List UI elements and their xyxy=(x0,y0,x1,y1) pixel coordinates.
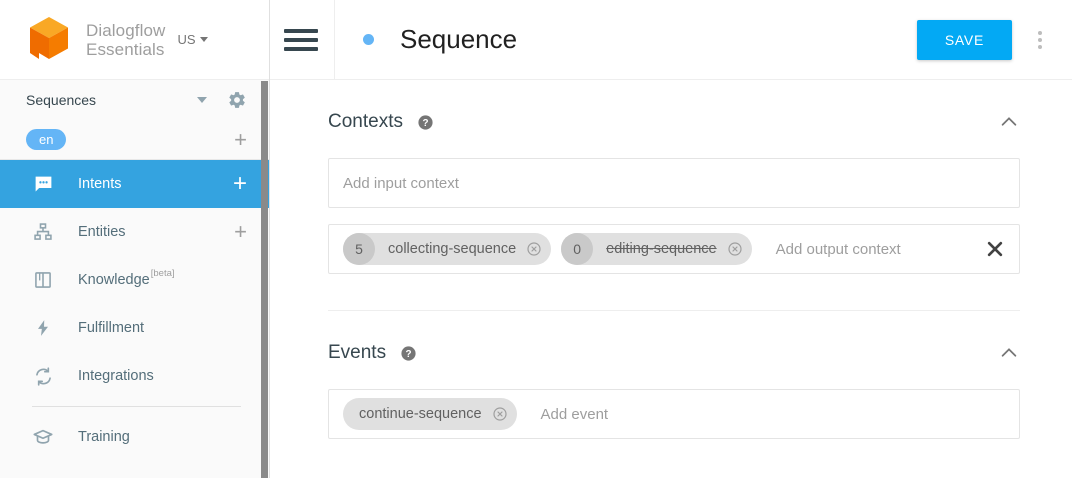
brand-name-line1: Dialogflow xyxy=(86,20,166,40)
add-intent-plus-icon[interactable]: + xyxy=(232,170,247,197)
sidebar-item-entities[interactable]: Entities + xyxy=(0,208,269,256)
topbar-divider xyxy=(334,0,335,80)
beta-badge: [beta] xyxy=(150,268,175,279)
output-context-placeholder: Add output context xyxy=(775,240,901,258)
sidebar-item-label: Intents xyxy=(78,176,122,192)
context-lifespan-badge: 5 xyxy=(343,233,375,265)
caret-down-icon xyxy=(199,37,208,42)
output-context-field[interactable]: 5 collecting-sequence 0 editing-sequence xyxy=(328,224,1020,274)
event-chip-label: continue-sequence xyxy=(359,406,482,422)
add-language-plus-icon[interactable]: + xyxy=(234,126,247,152)
close-x-icon[interactable] xyxy=(985,239,1005,259)
brand-name: Dialogflow Essentials xyxy=(72,21,165,59)
gear-icon[interactable] xyxy=(227,90,247,110)
events-header: Events ? xyxy=(328,333,1020,373)
knowledge-label: Knowledge xyxy=(78,272,150,288)
page-title: Sequence xyxy=(400,24,518,54)
sidebar-item-intents[interactable]: Intents + xyxy=(0,160,269,208)
region-selector[interactable]: US xyxy=(177,32,208,47)
event-chip[interactable]: continue-sequence xyxy=(343,398,517,430)
remove-circle-icon[interactable] xyxy=(727,241,743,257)
kebab-dot xyxy=(1038,44,1042,49)
contexts-section: Contexts ? Add input xyxy=(328,80,1020,274)
events-title: Events xyxy=(328,342,387,363)
output-context-chip[interactable]: 0 editing-sequence xyxy=(561,233,752,265)
sidebar-scrollbar[interactable] xyxy=(261,81,268,478)
kebab-menu-icon[interactable] xyxy=(1016,30,1064,49)
graduation-cap-icon xyxy=(32,426,54,448)
sidebar-item-label: Knowledge[beta] xyxy=(78,268,247,288)
agent-selector-row: Sequences xyxy=(0,80,269,120)
help-circle-icon[interactable]: ? xyxy=(417,114,434,131)
sidebar-nav: Intents + Entities + xyxy=(0,160,269,461)
main-panel: Sequence SAVE Contexts ? xyxy=(270,0,1072,478)
chevron-up-icon[interactable] xyxy=(998,342,1020,364)
event-placeholder: Add event xyxy=(540,405,609,423)
region-label: US xyxy=(177,32,196,47)
hamburger-bar xyxy=(284,37,318,42)
svg-text:?: ? xyxy=(422,118,428,129)
context-chip-label: editing-sequence xyxy=(606,241,717,257)
brand-name-line2: Essentials xyxy=(86,39,165,59)
sidebar-item-integrations[interactable]: Integrations xyxy=(0,352,269,400)
topbar: Sequence SAVE xyxy=(270,0,1072,80)
dialogflow-cube-logo-icon xyxy=(26,15,72,65)
book-icon xyxy=(32,269,54,291)
add-entity-plus-icon[interactable]: + xyxy=(234,219,247,244)
agent-name[interactable]: Sequences xyxy=(26,92,97,108)
content-area: Contexts ? Add input xyxy=(270,80,1072,439)
sidebar-item-knowledge[interactable]: Knowledge[beta] xyxy=(0,256,269,304)
remove-circle-icon[interactable] xyxy=(526,241,542,257)
brand-header: Dialogflow Essentials US xyxy=(0,0,269,80)
save-button[interactable]: SAVE xyxy=(916,19,1012,60)
sidebar-item-label: Fulfillment xyxy=(78,320,145,336)
sidebar-divider xyxy=(32,406,241,407)
sidebar-item-fulfillment[interactable]: Fulfillment xyxy=(0,304,269,352)
output-context-chip[interactable]: 5 collecting-sequence xyxy=(343,233,552,265)
sidebar-item-label: Training xyxy=(78,429,130,445)
section-divider xyxy=(328,310,1020,311)
language-chip-en[interactable]: en xyxy=(26,129,67,150)
hamburger-menu-icon[interactable] xyxy=(270,28,324,51)
sidebar-item-label: Entities xyxy=(78,224,126,240)
contexts-header: Contexts ? xyxy=(328,102,1020,142)
sidebar: Dialogflow Essentials US Sequences en + xyxy=(0,0,270,478)
speech-bubble-icon xyxy=(32,173,54,195)
hamburger-bar xyxy=(284,28,318,33)
language-row: en + xyxy=(0,120,269,160)
context-chip-label: collecting-sequence xyxy=(388,241,517,257)
lightning-bolt-icon xyxy=(32,317,54,339)
status-dot-icon xyxy=(363,34,374,45)
events-field[interactable]: continue-sequence Add event xyxy=(328,389,1020,439)
svg-text:?: ? xyxy=(406,349,412,360)
input-context-field[interactable]: Add input context xyxy=(328,158,1020,208)
caret-down-icon[interactable] xyxy=(197,97,207,103)
sync-icon xyxy=(32,365,54,387)
help-circle-icon[interactable]: ? xyxy=(400,345,417,362)
sidebar-item-training[interactable]: Training xyxy=(0,413,269,461)
events-section: Events ? xyxy=(328,311,1020,439)
sidebar-item-label: Integrations xyxy=(78,368,154,384)
kebab-dot xyxy=(1038,30,1042,35)
remove-circle-icon[interactable] xyxy=(492,406,508,422)
contexts-title: Contexts xyxy=(328,111,403,132)
input-context-placeholder: Add input context xyxy=(343,174,459,192)
context-lifespan-badge: 0 xyxy=(561,233,594,265)
hierarchy-icon xyxy=(32,221,54,243)
chevron-up-icon[interactable] xyxy=(998,111,1020,133)
hamburger-bar xyxy=(284,46,318,51)
kebab-dot xyxy=(1038,37,1042,42)
